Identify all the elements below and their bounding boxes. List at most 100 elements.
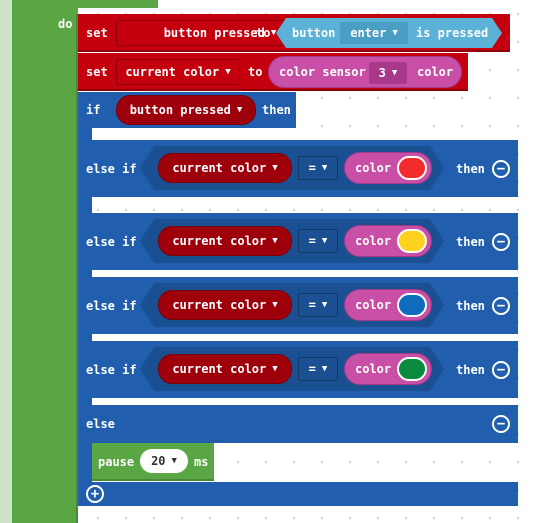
else-row[interactable]: else − (78, 405, 518, 443)
pause-duration-dropdown[interactable]: 20 ▼ (140, 449, 188, 473)
plus-circle-icon[interactable]: + (86, 485, 104, 503)
minus-circle-icon[interactable]: − (492, 297, 510, 315)
set-keyword: set (86, 65, 108, 79)
caret-down-icon: ▼ (321, 364, 328, 374)
then-label: then (456, 235, 485, 249)
condition-variable: button pressed (129, 103, 231, 117)
caret-down-icon: ▼ (392, 28, 398, 38)
operator: = (308, 298, 316, 312)
if-row[interactable]: if button pressed ▼ then (78, 92, 296, 128)
sensor-port: 3 (378, 66, 386, 80)
minus-circle-icon[interactable]: − (492, 233, 510, 251)
do-label: do (58, 17, 73, 31)
color-suffix-label: color (417, 65, 454, 79)
then-label: then (456, 162, 485, 176)
else-if-row[interactable]: else if current color ▼ = ▼ color then − (78, 277, 518, 334)
minus-circle-icon[interactable]: − (492, 160, 510, 178)
set-current-color-block[interactable]: set current color ▼ to color sensor 3 ▼ … (78, 53, 468, 91)
caret-down-icon: ▼ (236, 105, 243, 115)
else-if-row[interactable]: else if current color ▼ = ▼ color then − (78, 341, 518, 398)
caret-down-icon: ▼ (272, 163, 278, 173)
operator-dropdown[interactable]: = ▼ (298, 293, 338, 317)
caret-down-icon: ▼ (321, 163, 328, 173)
if-else-footer: + (78, 482, 518, 506)
button-name: enter (350, 26, 387, 40)
minus-circle-icon[interactable]: − (492, 361, 510, 379)
caret-down-icon: ▼ (171, 456, 177, 466)
caret-down-icon: ▼ (270, 28, 277, 38)
then-label: then (456, 363, 485, 377)
variable-name: current color (172, 362, 267, 376)
color-swatch[interactable] (397, 229, 427, 253)
operator-dropdown[interactable]: = ▼ (298, 156, 338, 180)
compare-block[interactable]: current color ▼ = ▼ color (140, 347, 444, 391)
set-button-pressed-block[interactable]: set button pressed ▼ to button enter ▼ i… (78, 14, 510, 52)
compare-left-variable[interactable]: current color ▼ (158, 354, 292, 384)
else-if-keyword: else if (86, 299, 137, 313)
else-if-keyword: else if (86, 162, 137, 176)
operator: = (308, 161, 316, 175)
color-sensor-label: color sensor (279, 65, 366, 79)
button-label: button (292, 26, 336, 40)
color-value-block[interactable]: color (344, 289, 432, 321)
if-keyword: if (86, 103, 101, 117)
else-keyword: else (86, 417, 115, 431)
set-keyword: set (86, 26, 108, 40)
compare-left-variable[interactable]: current color ▼ (158, 153, 292, 183)
color-swatch[interactable] (397, 357, 427, 381)
sensor-port-dropdown[interactable]: 3 ▼ (369, 62, 407, 84)
color-value-block[interactable]: color (344, 225, 432, 257)
pause-label: pause (98, 455, 135, 469)
variable-name: button pressed (163, 26, 265, 40)
variable-name: current color (172, 161, 267, 175)
pause-unit: ms (194, 455, 209, 469)
operator-dropdown[interactable]: = ▼ (298, 229, 338, 253)
pause-value: 20 (151, 454, 166, 468)
color-label: color (355, 298, 392, 312)
pause-block[interactable]: pause 20 ▼ ms (92, 443, 214, 481)
caret-down-icon: ▼ (272, 236, 278, 246)
operator-dropdown[interactable]: = ▼ (298, 357, 338, 381)
forever-loop-block[interactable] (12, 0, 38, 523)
color-value-block[interactable]: color (344, 353, 432, 385)
else-if-row[interactable]: else if current color ▼ = ▼ color then − (78, 213, 518, 270)
variable-name: current color (125, 65, 220, 79)
is-pressed-label: is pressed (416, 26, 489, 40)
condition-button-pressed[interactable]: button pressed ▼ (116, 95, 256, 125)
color-label: color (355, 161, 392, 175)
then-label: then (456, 299, 485, 313)
compare-block[interactable]: current color ▼ = ▼ color (140, 283, 444, 327)
to-label: to (248, 65, 263, 79)
compare-block[interactable]: current color ▼ = ▼ color (140, 146, 444, 190)
caret-down-icon: ▼ (272, 364, 278, 374)
variable-name: current color (172, 298, 267, 312)
compare-left-variable[interactable]: current color ▼ (158, 290, 292, 320)
color-label: color (355, 234, 392, 248)
else-if-row[interactable]: else if current color ▼ = ▼ color then − (78, 140, 518, 197)
else-if-keyword: else if (86, 363, 137, 377)
loop-outer-edge (0, 0, 12, 523)
color-swatch[interactable] (397, 293, 427, 317)
caret-down-icon: ▼ (272, 300, 278, 310)
compare-left-variable[interactable]: current color ▼ (158, 226, 292, 256)
caret-down-icon: ▼ (321, 236, 328, 246)
color-swatch[interactable] (397, 156, 427, 180)
caret-down-icon: ▼ (225, 67, 231, 77)
button-is-pressed-block[interactable]: button enter ▼ is pressed (276, 18, 502, 48)
operator: = (308, 362, 316, 376)
do-section (38, 0, 78, 523)
loop-top-bar (78, 0, 158, 8)
then-label: then (262, 103, 291, 117)
operator: = (308, 234, 316, 248)
color-value-block[interactable]: color (344, 152, 432, 184)
caret-down-icon: ▼ (391, 68, 398, 78)
minus-circle-icon[interactable]: − (492, 415, 510, 433)
color-sensor-block[interactable]: color sensor 3 ▼ color (268, 56, 462, 88)
compare-block[interactable]: current color ▼ = ▼ color (140, 219, 444, 263)
do-inner-edge (76, 14, 78, 523)
color-label: color (355, 362, 392, 376)
variable-dropdown-current-color[interactable]: current color ▼ (116, 59, 240, 85)
button-enter-dropdown[interactable]: enter ▼ (340, 22, 408, 44)
to-label: to (256, 26, 271, 40)
caret-down-icon: ▼ (321, 300, 328, 310)
